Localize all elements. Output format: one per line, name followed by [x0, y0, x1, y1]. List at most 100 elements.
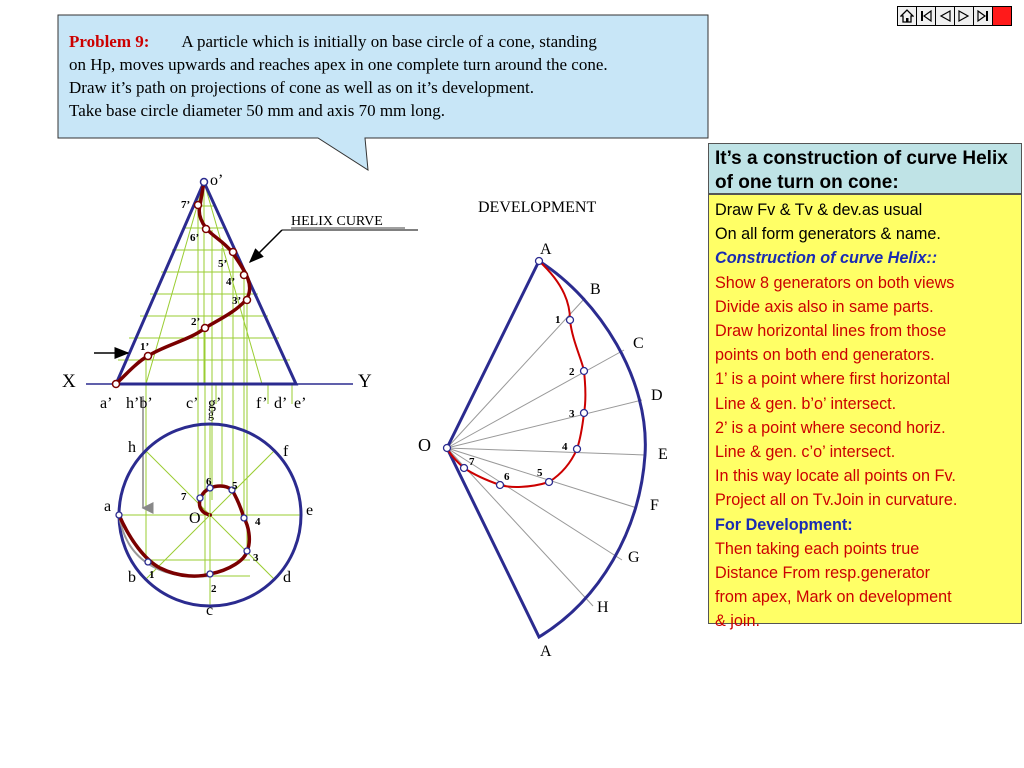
- fv-point-4: 4’: [226, 276, 235, 288]
- front-view: o’ X Y HELIX CURVE a’ h’b’ c’ g’ f’ d’ e…: [62, 172, 418, 576]
- dev-points: [442, 256, 589, 490]
- development-view: DEVELOPMENT O A B C D E F G H A 1 2 3 4 …: [418, 199, 668, 660]
- base-label-hb: h’b’: [126, 395, 153, 412]
- tv-point-3: 3: [253, 552, 259, 564]
- development-title: DEVELOPMENT: [478, 199, 596, 216]
- fv-point-6: 6’: [190, 232, 199, 244]
- instruction-line: Show 8 generators on both views: [715, 273, 955, 292]
- y-label: Y: [358, 371, 372, 392]
- instruction-line: Divide axis also in same parts.: [715, 297, 934, 316]
- dev-point-2: 2: [569, 366, 575, 378]
- instruction-line: On all form generators & name.: [715, 225, 941, 244]
- extra-label-g: g: [208, 407, 214, 421]
- base-label-e: e’: [294, 395, 306, 412]
- instruction-line: In this way locate all points on Fv.: [715, 467, 956, 486]
- development-sector: [445, 258, 647, 640]
- x-label: X: [62, 371, 76, 392]
- tv-point-6: 6: [206, 476, 212, 488]
- tv-label-a: a: [104, 498, 111, 515]
- home-icon[interactable]: [898, 7, 917, 25]
- tv-points: [115, 484, 251, 578]
- problem-line-2: on Hp, moves upwards and reaches apex in…: [69, 55, 608, 74]
- tv-label-f: f: [283, 443, 289, 460]
- instruction-line: Draw horizontal lines from those: [715, 322, 947, 341]
- base-label-a: a’: [100, 395, 112, 412]
- fv-points: [111, 177, 252, 389]
- base-label-d: d’: [274, 395, 287, 412]
- problem-line-1: A particle which is initially on base ci…: [181, 32, 597, 51]
- fv-projectors: [145, 205, 293, 576]
- base-label-c: c’: [186, 395, 198, 412]
- top-view: O a b c d e f h 1 2 3 4 5 6 7: [104, 422, 313, 619]
- instruction-line: & join.: [715, 612, 760, 631]
- dev-point-4: 4: [562, 441, 568, 453]
- dev-arc-label-d: D: [651, 387, 663, 404]
- problem-line-4: Take base circle diameter 50 mm and axis…: [69, 101, 446, 120]
- dev-point-5: 5: [537, 467, 543, 479]
- cone-front-outline: [113, 178, 299, 386]
- tv-label-h: h: [128, 439, 136, 456]
- tv-label-d: d: [283, 569, 291, 586]
- instruction-line: points on both end generators.: [715, 346, 935, 365]
- dev-point-3: 3: [569, 408, 575, 420]
- fv-point-7: 7’: [181, 199, 190, 211]
- dev-arc-label-g: G: [628, 549, 640, 566]
- fv-generators: [145, 181, 263, 385]
- dev-arc-label-a: A: [540, 241, 552, 258]
- fv-point-1: 1’: [140, 341, 149, 353]
- panel-title: It’s a construction of curve Helix of on…: [708, 143, 1022, 194]
- problem-callout: [57, 14, 709, 171]
- instruction-line: from apex, Mark on development: [715, 588, 952, 607]
- dev-arc-label-f: F: [650, 497, 659, 514]
- tv-label-e: e: [306, 502, 313, 519]
- instruction-heading: Construction of curve Helix::: [715, 249, 938, 268]
- problem-label: Problem 9:: [69, 32, 150, 51]
- tv-point-1: 1: [149, 569, 155, 581]
- tv-label-b: b: [128, 569, 136, 586]
- dev-point-7: 7: [469, 456, 475, 468]
- dev-arc-label-c: C: [633, 335, 644, 352]
- dev-point-6: 6: [504, 471, 510, 483]
- dev-point-1: 1: [555, 314, 561, 326]
- instruction-line: Then taking each points true: [715, 539, 920, 558]
- dev-arc-label-a-end: A: [540, 643, 552, 660]
- instruction-line: Line & gen. c’o’ intersect.: [715, 443, 896, 462]
- tv-point-7: 7: [181, 491, 187, 503]
- instruction-line: Line & gen. b’o’ intersect.: [715, 394, 897, 413]
- dev-apex-label: O: [418, 435, 431, 455]
- helix-pointer-arrow: [248, 229, 283, 264]
- dev-arc-label-h: H: [597, 599, 609, 616]
- instruction-panel: Draw Fv & Tv & dev.as usual On all form …: [708, 194, 1022, 630]
- fv-point-3: 3’: [232, 295, 241, 307]
- last-slide-icon[interactable]: [974, 7, 993, 25]
- first-slide-icon[interactable]: [917, 7, 936, 25]
- dev-arc-label-e: E: [658, 446, 668, 463]
- problem-statement: Problem 9: A particle which is initially …: [69, 30, 709, 122]
- slide-navigation-bar: [897, 6, 1012, 26]
- tv-label-c: c: [206, 602, 213, 619]
- instruction-line: 1’ is a point where first horizontal: [715, 370, 951, 389]
- tv-center-label: O: [189, 510, 201, 527]
- tv-point-2: 2: [211, 583, 217, 595]
- base-label-g: g’: [208, 395, 221, 412]
- instruction-line: Project all on Tv.Join in curvature.: [715, 491, 958, 510]
- next-slide-icon[interactable]: [955, 7, 974, 25]
- fv-point-2: 2’: [191, 316, 200, 328]
- fv-point-5: 5’: [218, 258, 227, 270]
- instruction-line: Draw Fv & Tv & dev.as usual: [715, 201, 923, 219]
- tv-point-5: 5: [232, 480, 238, 492]
- dev-arc-label-b: B: [590, 281, 601, 298]
- problem-line-3: Draw it’s path on projections of cone as…: [69, 78, 535, 97]
- instruction-line: 2’ is a point where second horiz.: [715, 418, 946, 437]
- fv-apex-label: o’: [210, 172, 223, 189]
- instruction-line: Distance From resp.generator: [715, 564, 931, 583]
- dev-generators: [446, 297, 646, 607]
- helix-curve-label: HELIX CURVE: [291, 214, 383, 229]
- instruction-heading: For Development:: [715, 515, 853, 534]
- stop-icon[interactable]: [993, 7, 1011, 25]
- helix-curve-development: [446, 260, 587, 488]
- previous-slide-icon[interactable]: [936, 7, 955, 25]
- base-label-f: f’: [256, 395, 268, 412]
- tv-point-4: 4: [255, 516, 261, 528]
